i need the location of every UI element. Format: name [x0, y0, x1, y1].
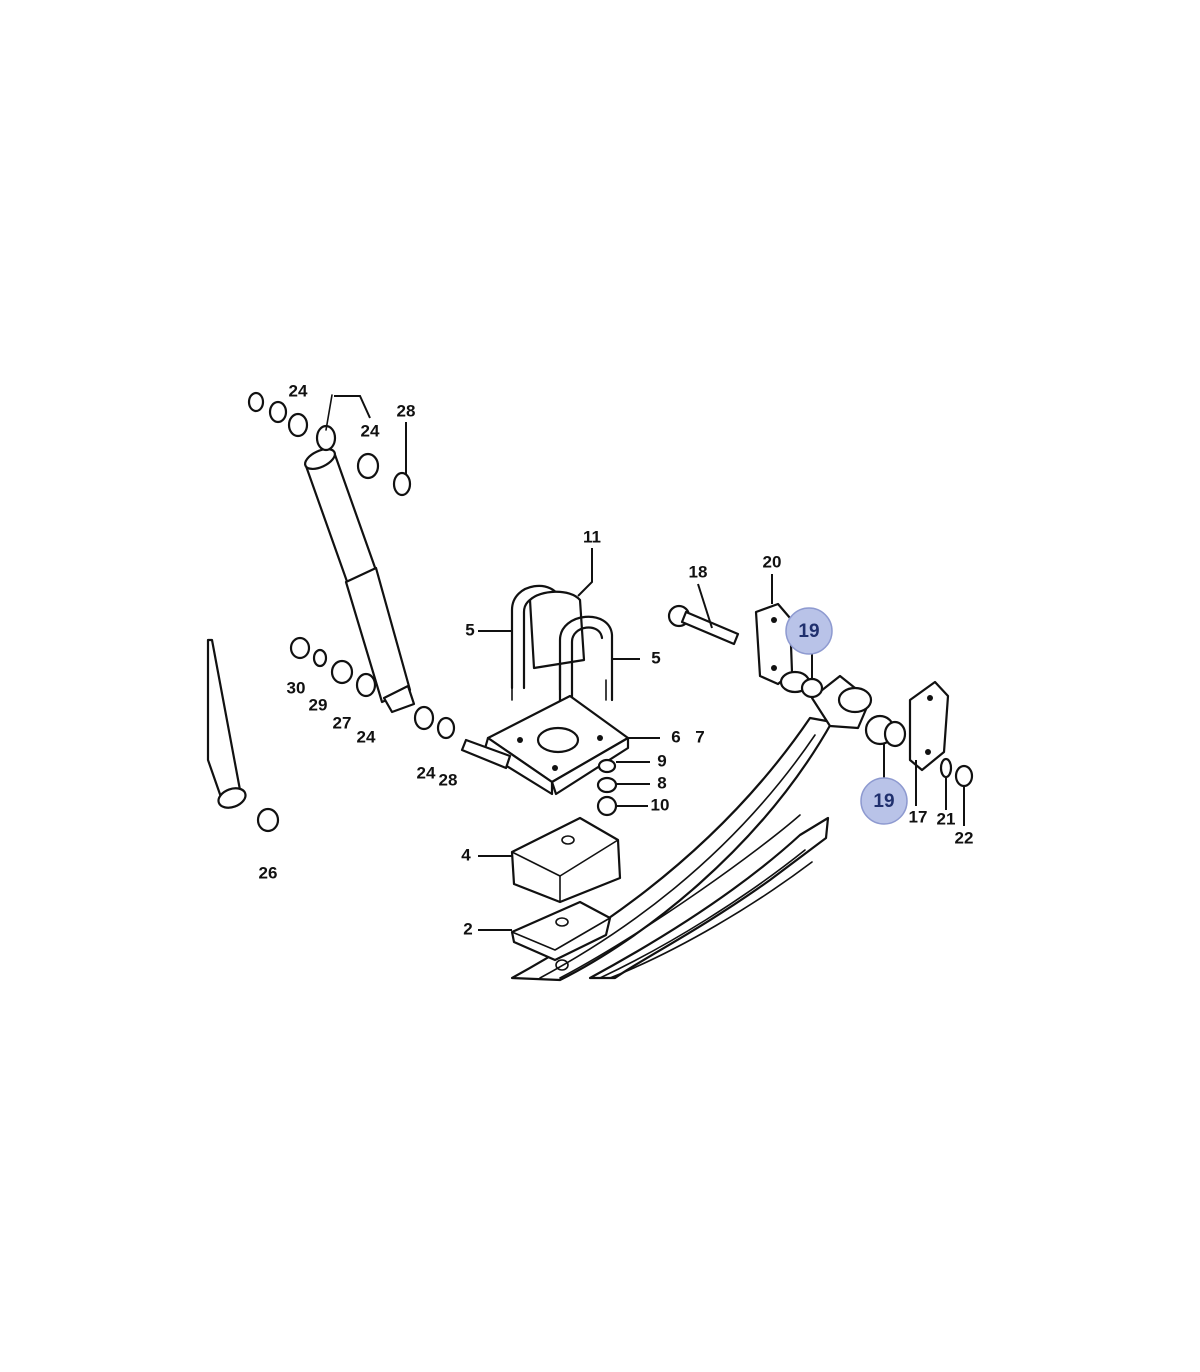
bushing-lower: [864, 714, 907, 748]
part-label-19: 19: [798, 621, 819, 642]
part-label-20: 20: [763, 552, 782, 571]
part-label-17: 17: [909, 807, 928, 826]
part-label-2: 2: [463, 919, 472, 938]
part-label-5: 5: [651, 648, 660, 667]
shackle-washer: [939, 757, 953, 779]
part-label-10: 10: [651, 795, 670, 814]
shock-mounting-stud: [460, 738, 512, 770]
highlight-circle: [860, 777, 908, 825]
leaf-spring: [510, 716, 834, 982]
part-label-29: 29: [309, 695, 328, 714]
part-label-26: 26: [259, 863, 278, 882]
part-label-24: 24: [417, 763, 436, 782]
part-label-28: 28: [439, 770, 458, 789]
shackle-plate-outer: [908, 680, 950, 772]
second-shock-absorber-partial: [206, 638, 247, 809]
part-label-18: 18: [689, 562, 708, 581]
shock-absorber: [304, 394, 416, 714]
part-label-8: 8: [657, 773, 666, 792]
u-bolt-assembly: [510, 584, 614, 720]
shackle-nut: [954, 764, 974, 788]
part-label-21: 21: [937, 809, 956, 828]
part-label-9: 9: [657, 751, 666, 770]
part-label-30: 30: [287, 678, 306, 697]
spring-eye: [810, 674, 873, 730]
part-label-24: 24: [357, 727, 376, 746]
leader-lines: [334, 395, 965, 931]
highlighted-part-19-upper: 19: [785, 607, 833, 655]
hardware-washers-nuts: [247, 391, 618, 833]
part-label-11: 11: [583, 527, 601, 546]
part-label-4: 4: [461, 845, 471, 864]
part-label-5: 5: [465, 620, 474, 639]
part-label-24: 24: [361, 421, 380, 440]
part-label-19: 19: [873, 791, 894, 812]
part-label-28: 28: [397, 401, 416, 420]
shackle-bolt: [667, 604, 740, 646]
bushing-upper: [779, 670, 824, 699]
highlighted-part-19-lower: 19: [860, 777, 908, 825]
shackle-plate-inner: [754, 602, 794, 686]
part-label-7: 7: [695, 727, 704, 746]
part-label-24: 24: [289, 381, 308, 400]
part-label-27: 27: [333, 713, 352, 732]
part-label-22: 22: [955, 828, 974, 847]
part-number-labels: 24 24 28 11 5 5 6 7 9 8 10 18 20 30 29 2…: [259, 381, 974, 938]
part-label-6: 6: [671, 727, 680, 746]
spring-pad-upper: [510, 816, 622, 904]
spring-pad-lower: [510, 900, 612, 971]
highlight-circle: [785, 607, 833, 655]
